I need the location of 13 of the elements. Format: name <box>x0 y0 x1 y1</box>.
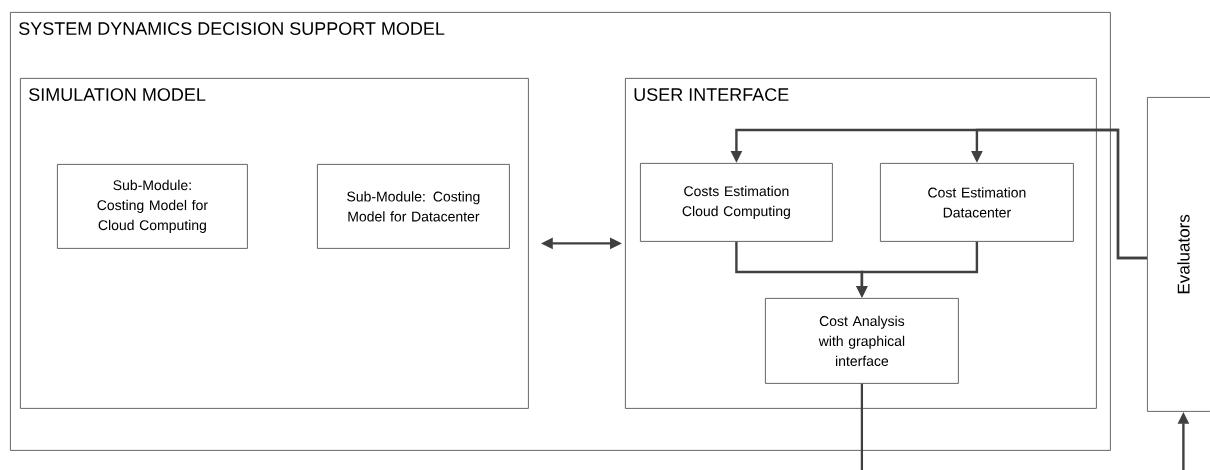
panel <box>20 78 529 409</box>
process-box: Costs Estimation Cloud Computing <box>640 163 833 242</box>
actor-box: Evaluators <box>1147 97 1210 412</box>
panel-title: SYSTEM DYNAMICS DECISION SUPPORT MODEL <box>19 22 445 35</box>
process-box: Sub-Module: Costing Model for Datacenter <box>317 164 510 249</box>
process-box: Cost Analysis with graphical interface <box>765 298 959 384</box>
process-box: Sub-Module: Costing Model for Cloud Computing <box>57 164 248 249</box>
panel-title: SIMULATION MODEL <box>29 88 206 101</box>
panel <box>625 78 1097 409</box>
process-box: Cost Estimation Datacenter <box>880 163 1074 242</box>
panel-title: USER INTERFACE <box>634 88 789 101</box>
arrow <box>971 128 1147 260</box>
panel <box>10 12 1111 451</box>
